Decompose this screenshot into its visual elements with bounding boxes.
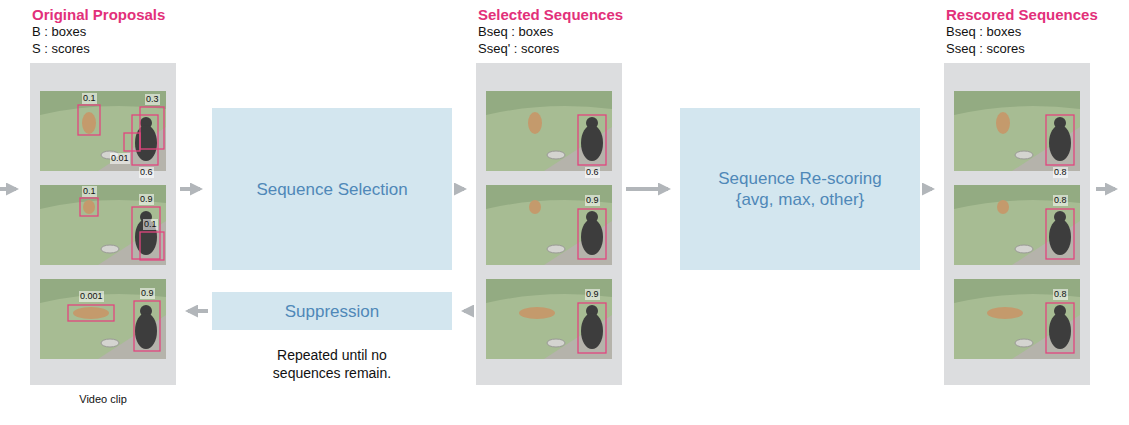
score-value: 0.9 — [140, 288, 155, 299]
score-value: 0.1 — [143, 219, 158, 230]
flow-arrow — [180, 187, 200, 191]
column-variable: Bseq : boxes — [946, 23, 1098, 40]
column-header: Selected SequencesBseq : boxesSseq' : sc… — [478, 6, 623, 57]
process-box: Suppression — [212, 292, 452, 330]
stage-column: Rescored SequencesBseq : boxesSseq : sco… — [944, 6, 1100, 385]
process-box: Sequence Selection — [212, 108, 452, 270]
score-value: 0.8 — [1053, 167, 1068, 178]
column-title: Original Proposals — [32, 6, 165, 23]
stage-column: Selected SequencesBseq : boxesSseq' : sc… — [476, 6, 626, 385]
column-header: Rescored SequencesBseq : boxesSseq : sco… — [946, 6, 1098, 57]
column-variable: S : scores — [32, 40, 165, 57]
score-value: 0.6 — [139, 167, 154, 178]
score-value: 0.6 — [585, 167, 600, 178]
video-frames — [476, 63, 622, 385]
flow-arrow — [464, 309, 472, 313]
score-value: 0.001 — [79, 291, 104, 302]
flow-arrow — [456, 187, 464, 191]
caption: Video clip — [30, 392, 176, 406]
score-value: 0.8 — [1053, 195, 1068, 206]
flow-arrow — [188, 309, 208, 313]
column-variable: Sseq : scores — [946, 40, 1098, 57]
column-variable: Bseq : boxes — [478, 23, 623, 40]
column-title: Selected Sequences — [478, 6, 623, 23]
column-variable: Sseq' : scores — [478, 40, 623, 57]
flow-arrow — [626, 187, 668, 191]
loop-note: Repeated until no sequences remain. — [242, 346, 422, 382]
score-value: 0.9 — [585, 195, 600, 206]
score-value: 0.3 — [145, 94, 160, 105]
process-label: Sequence Re-scoring — [718, 168, 881, 189]
score-value: 0.1 — [82, 93, 97, 104]
frame-panel: 0.6 0.9 0.9 — [476, 63, 622, 385]
column-header: Original ProposalsB : boxesS : scores — [32, 6, 165, 57]
process-label: Suppression — [285, 301, 380, 322]
column-variable: B : boxes — [32, 23, 165, 40]
process-label: Sequence Selection — [256, 179, 407, 200]
score-value: 0.9 — [139, 194, 154, 205]
process-label: {avg, max, other} — [736, 189, 865, 210]
frame-panel: 0.8 0.8 0.8 — [944, 63, 1090, 385]
stage-column: Original ProposalsB : boxesS : scores 0.… — [30, 6, 176, 385]
column-title: Rescored Sequences — [946, 6, 1098, 23]
score-value: 0.1 — [82, 186, 97, 197]
process-box: Sequence Re-scoring{avg, max, other} — [680, 108, 920, 270]
frame-panel: 0.1 0.3 0.01 0.6 0.1 0.9 0.1 0.001 0.9 — [30, 63, 176, 385]
input-arrow — [0, 187, 16, 191]
score-value: 0.8 — [1053, 289, 1068, 300]
output-arrow — [1096, 187, 1115, 191]
score-value: 0.01 — [110, 153, 130, 164]
video-frames — [944, 63, 1090, 385]
flow-arrow — [924, 187, 932, 191]
score-value: 0.9 — [585, 289, 600, 300]
